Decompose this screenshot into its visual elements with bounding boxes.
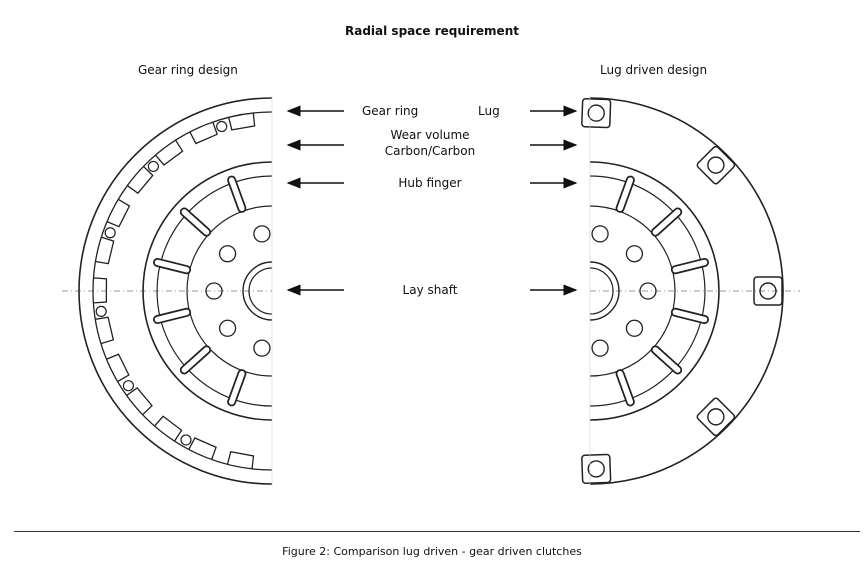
gear-tooth [126, 386, 153, 416]
hub-finger-slot-inner [672, 309, 708, 323]
drive-lug [696, 397, 736, 437]
hub-finger-slot-inner [617, 370, 634, 405]
gear-tooth [95, 316, 115, 345]
ring-rivet [95, 305, 107, 317]
hub-finger-slot-inner [228, 370, 245, 405]
label-gear-ring: Gear ring [362, 104, 419, 118]
gear-tooth [154, 415, 183, 442]
label-lay-shaft: Lay shaft [402, 283, 458, 297]
ring-rivet [122, 380, 135, 392]
right-heading: Lug driven design [600, 63, 708, 77]
lug-bolt [707, 156, 725, 174]
hub-bolt-hole [591, 225, 609, 243]
hub-finger-slot-inner [181, 347, 210, 373]
hub-finger-slot-inner [154, 259, 190, 273]
lug-body [696, 145, 736, 185]
ring-rivet [147, 160, 159, 173]
gear-tooth [106, 353, 130, 383]
hub-finger-slot-inner [181, 209, 210, 235]
hub-finger-slot-inner [617, 177, 634, 212]
lug-bolt [587, 104, 605, 122]
hub-finger-slot-inner [652, 347, 681, 373]
gear-ring-design-drawing [62, 96, 273, 486]
label-carbon-carbon: Carbon/Carbon [384, 144, 476, 158]
diagram-title: Radial space requirement [345, 24, 519, 38]
hub-bolt-hole [625, 245, 644, 263]
drive-lug [753, 276, 783, 306]
callout-arrows [286, 105, 578, 296]
lug-body [753, 276, 783, 306]
ring-rivet [180, 434, 192, 446]
hub-bolt-hole [218, 319, 237, 337]
hub-finger-slot-inner [672, 259, 708, 273]
hub-finger-slot-inner [154, 309, 190, 323]
hub-finger-slot-inner [228, 177, 245, 212]
hub-finger-slot-inner [652, 209, 681, 235]
gear-tooth [126, 165, 154, 195]
gear-tooth [106, 198, 131, 228]
left-heading: Gear ring design [138, 63, 238, 77]
hub-bolt-hole [218, 245, 237, 263]
drive-lug [581, 453, 612, 485]
drive-lug [581, 97, 612, 129]
hub-bolt-hole [639, 282, 657, 300]
caption-divider [14, 531, 860, 532]
lug-bolt [707, 408, 725, 426]
hub-bolt-hole [625, 319, 644, 337]
lug-driven-design-drawing [581, 96, 800, 486]
gear-tooth [188, 437, 217, 460]
hub-bolt-hole [591, 339, 609, 357]
gear-tooth [155, 139, 184, 166]
label-hub-finger: Hub finger [398, 176, 462, 190]
gear-tooth [228, 112, 256, 131]
hub-bolt-hole [253, 339, 271, 357]
label-lug: Lug [478, 104, 500, 118]
figure-caption: Figure 2: Comparison lug driven - gear d… [282, 545, 582, 558]
lug-body [581, 453, 612, 485]
ring-rivet [216, 120, 228, 133]
label-wear-volume: Wear volume [390, 128, 470, 142]
gear-tooth [93, 277, 108, 304]
gear-tooth [95, 236, 115, 265]
drive-lug [696, 145, 736, 185]
ring-rivet [104, 227, 116, 239]
lug-bolt [759, 282, 777, 300]
lug-body [696, 397, 736, 437]
hub-bolt-hole [253, 225, 271, 243]
hub-bolt-hole [205, 282, 223, 300]
lug-bolt [587, 460, 605, 478]
gear-tooth [226, 451, 255, 469]
lug-body [581, 97, 612, 129]
gear-tooth [189, 121, 218, 145]
